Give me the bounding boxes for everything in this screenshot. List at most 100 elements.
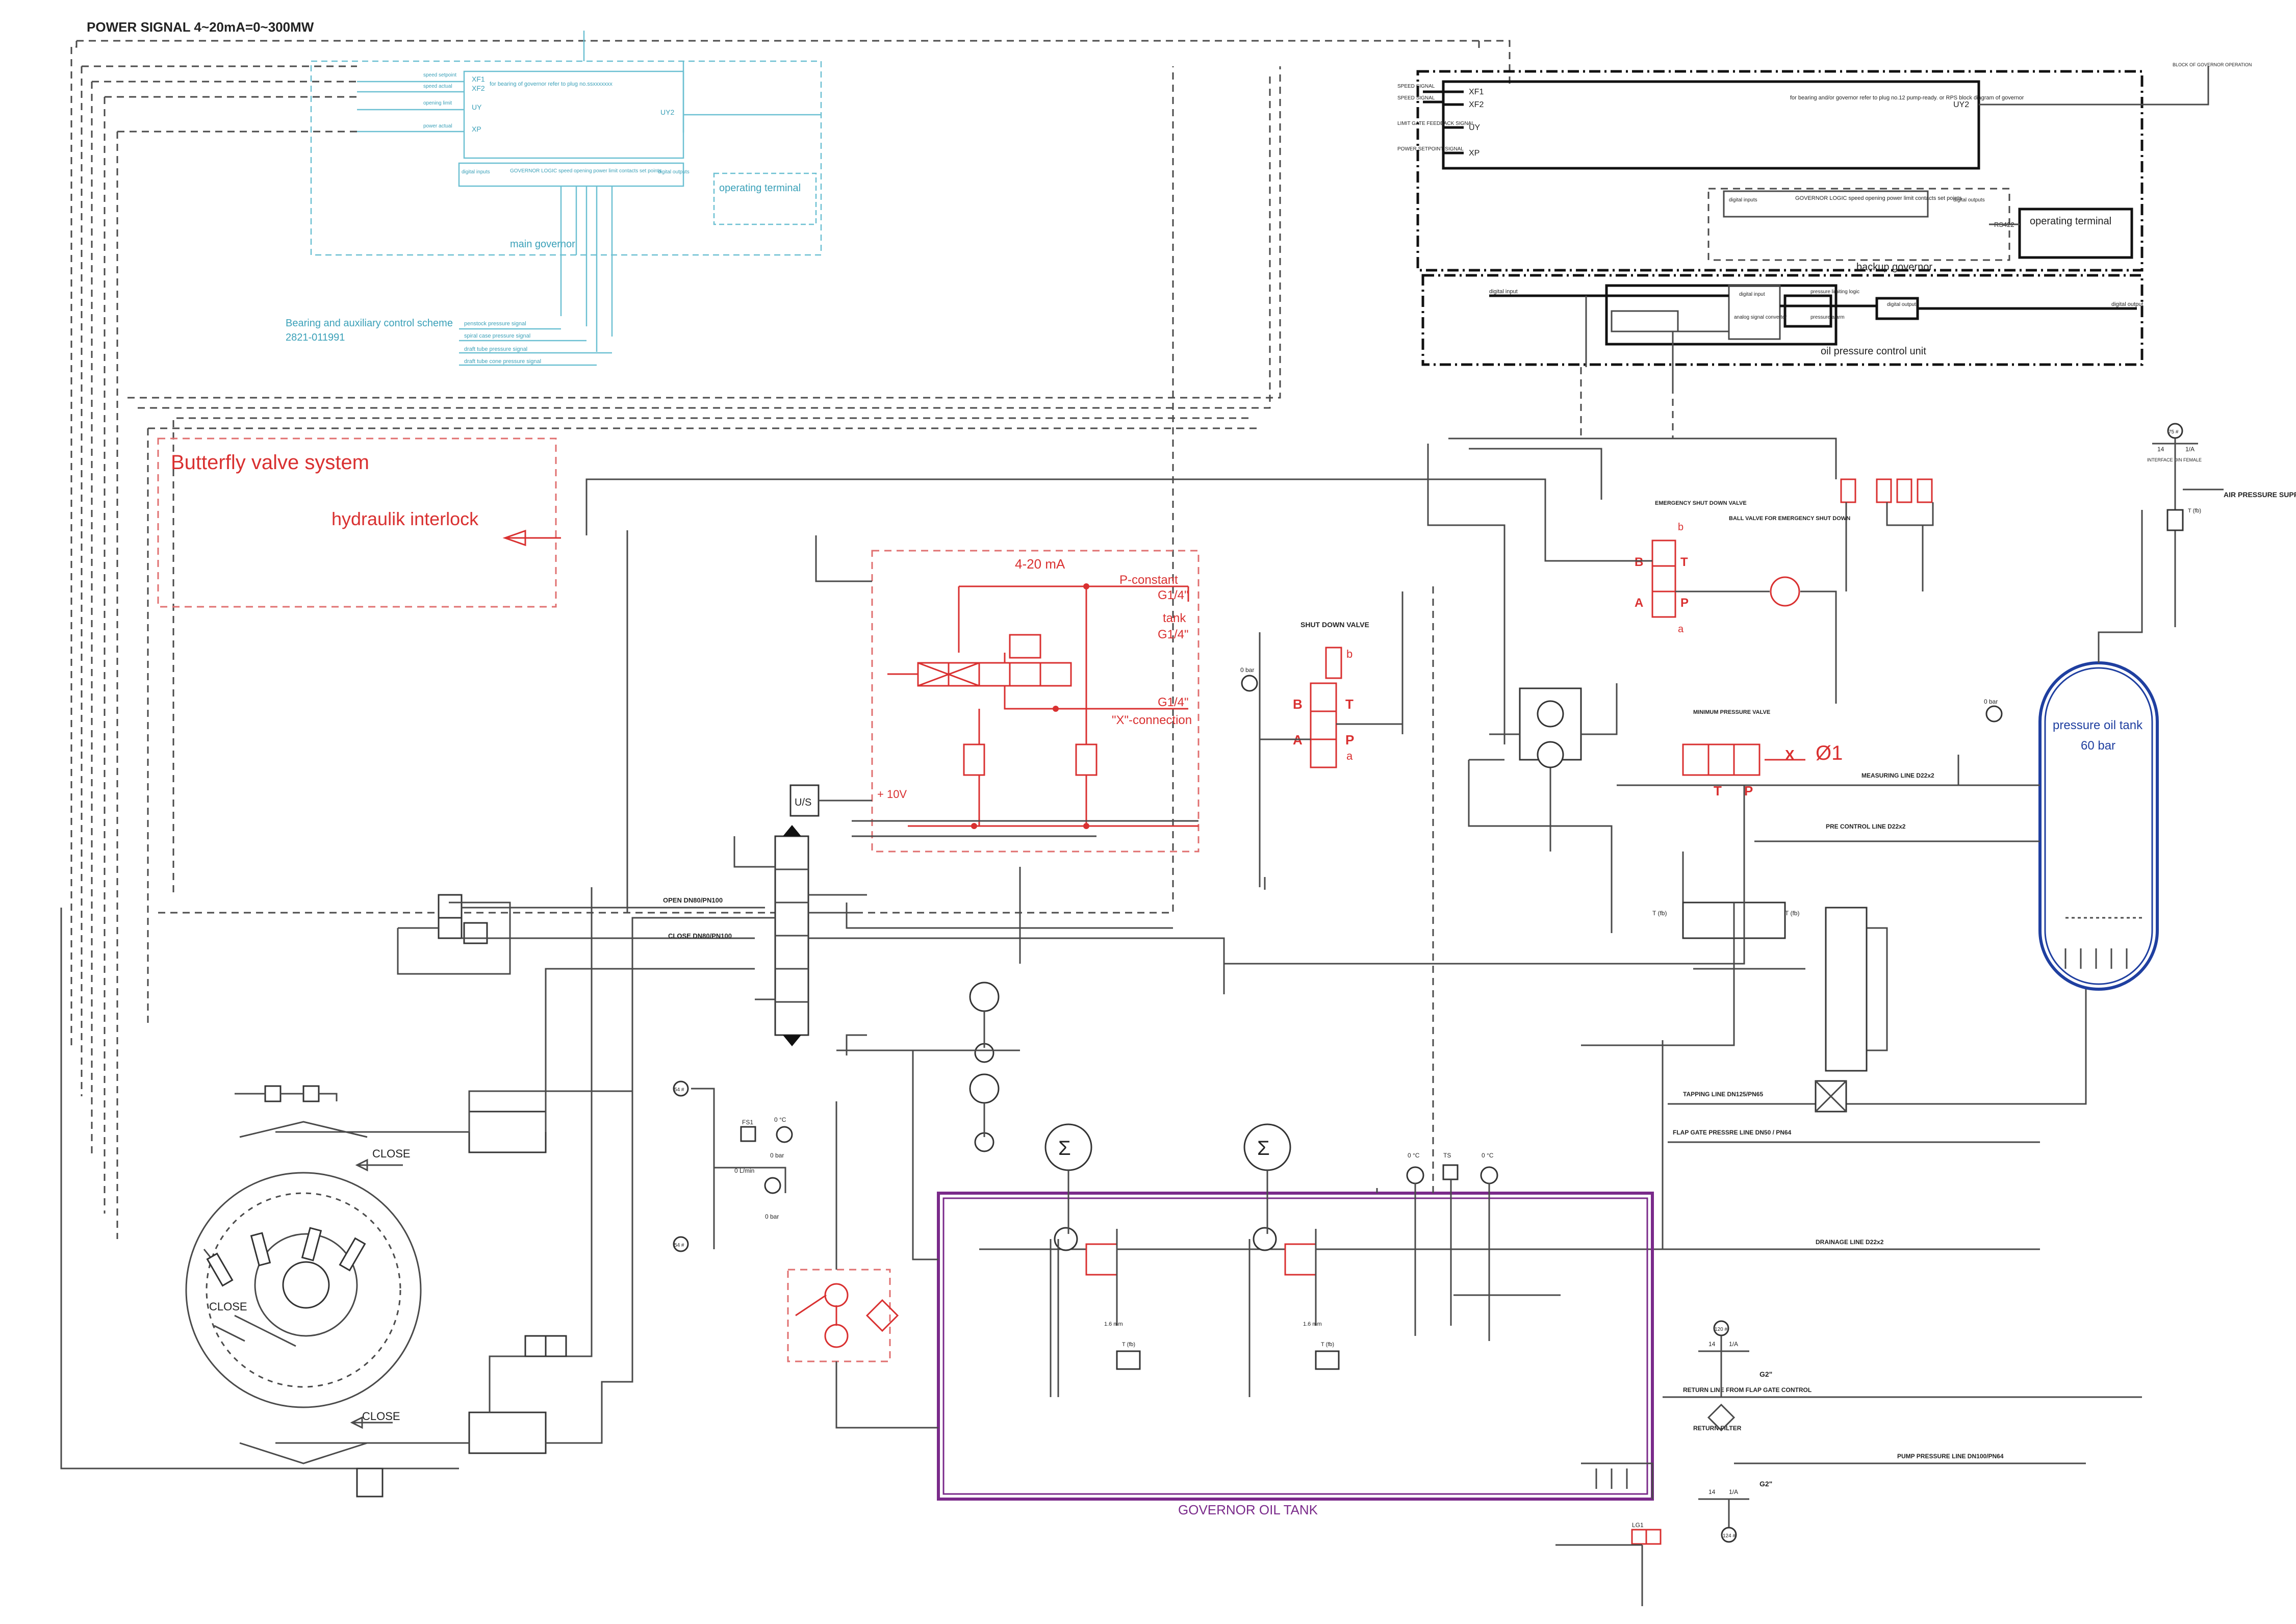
left-valve-block	[235, 894, 765, 1498]
shutdown-valve-label: SHUT DOWN VALVE	[1300, 621, 1369, 629]
servo-close-label-left: CLOSE	[209, 1300, 247, 1313]
svg-text:0 L/min: 0 L/min	[734, 1167, 754, 1174]
svg-text:B: B	[1293, 697, 1303, 712]
svg-text:opening limit: opening limit	[423, 100, 452, 106]
svg-text:B: B	[1635, 555, 1643, 569]
hydraulik-interlock: hydraulik interlock	[331, 508, 479, 529]
svg-text:POWER SETPOINT SIGNAL: POWER SETPOINT SIGNAL	[1397, 146, 1464, 152]
svg-text:T (fb): T (fb)	[1321, 1342, 1334, 1348]
svg-text:EMERGENCY SHUT DOWN VALVE: EMERGENCY SHUT DOWN VALVE	[1655, 500, 1747, 506]
svg-text:power actual: power actual	[423, 123, 452, 129]
backup-governor: backup governor operating terminal RS422…	[1397, 62, 2252, 273]
svg-text:P-constant: P-constant	[1119, 573, 1178, 587]
svg-text:speed setpoint: speed setpoint	[423, 72, 456, 78]
backup-terminal-label: operating terminal	[2030, 216, 2111, 227]
svg-text:120 #: 120 #	[1715, 1327, 1727, 1332]
svg-text:RETURN LINE FROM FLAP GATE CON: RETURN LINE FROM FLAP GATE CONTROL	[1683, 1386, 1812, 1394]
svg-text:1.6 mm: 1.6 mm	[1104, 1321, 1123, 1327]
svg-text:draft tube pressure signal: draft tube pressure signal	[464, 346, 527, 352]
opcu-label: oil pressure control unit	[1821, 346, 1926, 357]
svg-text:XP: XP	[472, 125, 481, 133]
pressure-tank-value: 60 bar	[2081, 739, 2115, 753]
svg-text:T (fb): T (fb)	[1122, 1342, 1135, 1348]
svg-text:P: P	[1744, 783, 1753, 798]
svg-text:tank: tank	[1163, 611, 1186, 625]
svg-text:TS: TS	[1443, 1152, 1451, 1159]
tank-instruments: 0 bar FS1 0 °C 0 L/min 0 bar 0 °C 0 °C T…	[734, 666, 2003, 1341]
aux-scheme: Bearing and auxiliary control scheme 282…	[286, 318, 612, 366]
svg-text:penstock pressure signal: penstock pressure signal	[464, 321, 526, 327]
svg-text:XF2: XF2	[1469, 100, 1484, 109]
tank-bar-gauge: 0 bar	[1984, 698, 1998, 705]
aux-scheme-title: Bearing and auxiliary control scheme	[286, 318, 453, 329]
svg-text:UY2: UY2	[1953, 100, 1969, 109]
svg-text:75 #: 75 #	[2169, 429, 2179, 435]
svg-text:digital outputs: digital outputs	[658, 169, 690, 175]
svg-text:G1/4": G1/4"	[1158, 588, 1189, 602]
svg-text:Ʃ: Ʃ	[1058, 1137, 1071, 1159]
wicket-gate-assembly: CLOSE CLOSE CLOSE	[185, 887, 775, 1464]
svg-text:T: T	[1345, 697, 1354, 712]
svg-text:XF1: XF1	[1469, 88, 1484, 96]
right-lines: MEASURING LINE D22x2 PRE CONTROL LINE D2…	[979, 755, 2142, 1488]
svg-text:digital inputs: digital inputs	[1729, 197, 1757, 203]
svg-text:for bearing of governor refer: for bearing of governor refer to plug no…	[490, 81, 613, 87]
svg-text:T: T	[1680, 555, 1688, 569]
svg-text:PUMP PRESSURE LINE DN100/PN64: PUMP PRESSURE LINE DN100/PN64	[1897, 1453, 2004, 1460]
svg-text:GOVERNOR LOGIC speed opening p: GOVERNOR LOGIC speed opening power limit…	[510, 168, 661, 174]
backup-governor-label: backup governor	[1856, 262, 1932, 273]
svg-text:0 °C: 0 °C	[1408, 1152, 1420, 1159]
svg-text:speed actual: speed actual	[423, 84, 452, 89]
svg-text:XF1: XF1	[472, 75, 485, 83]
governor-tank-label: GOVERNOR OIL TANK	[1178, 1502, 1318, 1517]
oil-pressure-control-unit: oil pressure control unit digital input …	[1421, 274, 2144, 440]
svg-text:G1/4": G1/4"	[1158, 628, 1189, 641]
left-tags: 54 # 54 #	[673, 1080, 786, 1252]
svg-text:BALL VALVE FOR EMERGENCY SHUT: BALL VALVE FOR EMERGENCY SHUT DOWN	[1729, 515, 1850, 522]
svg-text:14: 14	[2157, 446, 2164, 453]
svg-text:G2": G2"	[1759, 1370, 1772, 1378]
air-pressure-supply: AIR PRESSURE SUPPLY INTERFACE DIN FEMALE…	[2147, 423, 2296, 627]
svg-text:digital input: digital input	[1489, 289, 1518, 295]
svg-text:AIR PRESSURE SUPPLY: AIR PRESSURE SUPPLY	[2224, 491, 2296, 499]
svg-text:0 °C: 0 °C	[1482, 1152, 1494, 1159]
svg-text:pressure alarm: pressure alarm	[1810, 315, 1845, 320]
svg-text:1/A: 1/A	[1729, 1488, 1738, 1496]
svg-text:124 #: 124 #	[1723, 1533, 1736, 1539]
svg-text:0 °C: 0 °C	[774, 1116, 786, 1123]
pump-units: Ʃ Ʃ T (fb) T (fb) 1.6 mm 1.6 mm	[969, 982, 1340, 1397]
svg-text:UY2: UY2	[660, 108, 674, 116]
servo-close-label-bottom: CLOSE	[362, 1410, 400, 1423]
svg-text:+ 10V: + 10V	[877, 788, 907, 801]
svg-text:for bearing and/or governor re: for bearing and/or governor refer to plu…	[1790, 95, 2024, 101]
svg-text:T (fb): T (fb)	[2188, 508, 2201, 514]
aux-scheme-number: 2821-011991	[286, 332, 345, 343]
svg-text:U/S: U/S	[795, 797, 811, 808]
svg-text:DRAINAGE LINE D22x2: DRAINAGE LINE D22x2	[1816, 1239, 1884, 1246]
svg-text:digital input: digital input	[1739, 292, 1765, 297]
open-line-label: OPEN DN80/PN100	[663, 896, 723, 904]
minimum-pressure-valve: MINIMUM PRESSURE VALVE T P Ø1 X	[1682, 709, 1843, 798]
svg-text:digital inputs: digital inputs	[462, 169, 490, 175]
svg-text:b: b	[1678, 522, 1683, 533]
svg-text:GOVERNOR LOGIC speed opening p: GOVERNOR LOGIC speed opening power limit…	[1795, 195, 1962, 201]
svg-text:G2": G2"	[1759, 1480, 1772, 1488]
svg-text:54 #: 54 #	[674, 1243, 684, 1248]
servo-close-label-top: CLOSE	[372, 1147, 411, 1160]
pressure-oil-tank: pressure oil tank 60 bar	[2038, 510, 2159, 991]
emergency-shutdown-valve: EMERGENCY SHUT DOWN VALVE B T A P b a BA…	[1635, 500, 1850, 704]
svg-text:SPEED SIGNAL: SPEED SIGNAL	[1397, 84, 1435, 89]
svg-text:MINIMUM PRESSURE VALVE: MINIMUM PRESSURE VALVE	[1693, 709, 1770, 715]
svg-text:TAPPING LINE DN125/PN65: TAPPING LINE DN125/PN65	[1683, 1091, 1763, 1098]
svg-text:FLAP GATE PRESSRE LINE DN50 /: FLAP GATE PRESSRE LINE DN50 / PN64	[1673, 1129, 1792, 1136]
svg-text:b: b	[1346, 648, 1353, 660]
upper-valve-cluster	[1448, 437, 1934, 591]
svg-text:draft tube cone pressure signa: draft tube cone pressure signal	[464, 358, 541, 365]
svg-text:MEASURING LINE D22x2: MEASURING LINE D22x2	[1861, 772, 1934, 779]
svg-text:LIMIT GATE FEEDBACK SIGNAL: LIMIT GATE FEEDBACK SIGNAL	[1397, 121, 1474, 126]
svg-text:1.6 mm: 1.6 mm	[1303, 1321, 1322, 1327]
svg-text:54 #: 54 #	[674, 1087, 684, 1093]
svg-text:a: a	[1346, 750, 1353, 762]
main-terminal-label: operating terminal	[719, 183, 801, 194]
